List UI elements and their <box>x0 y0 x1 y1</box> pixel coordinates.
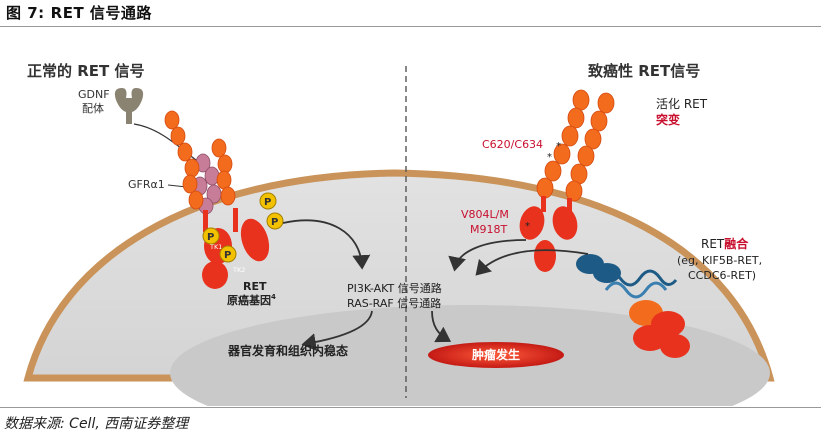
figure-title: 图 7: RET 信号通路 <box>6 2 152 23</box>
gfra1-label: GFRα1 <box>128 178 165 191</box>
fusion-protein <box>576 254 690 358</box>
svg-text:P: P <box>207 232 214 243</box>
svg-text:P: P <box>264 197 271 208</box>
gdnf-ligand-label: 配体 <box>82 101 104 115</box>
arrow-normal-to-pathway <box>282 219 371 270</box>
top-divider <box>0 26 821 27</box>
phospho-site-4: P <box>219 245 237 263</box>
arrow-fusion-to-pathway <box>475 249 589 276</box>
outcome-tumor-label: 肿瘤发生 <box>472 347 520 362</box>
right-panel-heading: 致癌性 RET信号 <box>588 62 700 80</box>
outcome-normal-label: 器官发育和组织内稳态 <box>227 343 348 358</box>
fusion-example-line1: (eg, KIF5B-RET, <box>677 254 762 267</box>
source-note: 数据来源: Cell, 西南证券整理 <box>4 416 189 432</box>
gdnf-ligand-icon <box>114 88 144 124</box>
svg-text:*: * <box>556 141 561 152</box>
left-panel-heading: 正常的 RET 信号 <box>27 62 144 80</box>
ret-receptor-mutant: * * * <box>519 89 615 272</box>
mutation-v804: V804L/M <box>461 208 509 221</box>
figure-title-text: RET 信号通路 <box>50 4 152 22</box>
svg-text:*: * <box>547 152 552 163</box>
tk2-label: TK2 <box>232 266 245 274</box>
fusion-label: RET融合 <box>701 236 749 251</box>
ret-label: RET <box>243 280 267 293</box>
tumorigenesis-badge: 肿瘤发生 <box>428 342 564 368</box>
phospho-site-3: P <box>202 227 220 245</box>
svg-text:*: * <box>525 221 530 232</box>
arrow-to-tumorigenesis <box>431 310 452 343</box>
mutation-m918t: M918T <box>470 223 507 236</box>
bottom-divider <box>0 407 821 408</box>
pathway-label-ras: RAS-RAF 信号通路 <box>347 297 441 310</box>
fusion-example-line2: CCDC6-RET) <box>688 269 756 282</box>
ret-pathway-diagram: 正常的 RET 信号 GDNF 配体 GFRα1 <box>23 62 775 406</box>
arrow-to-organ-development <box>301 310 373 352</box>
arrow-mutant-to-pathway <box>448 239 527 272</box>
phospho-site-2: P <box>266 212 284 230</box>
mutation-c620-c634: C620/C634 <box>482 138 543 151</box>
activation-mutation-label: 突变 <box>656 112 680 127</box>
pathway-label-pi3k: PI3K-AKT 信号通路 <box>347 282 442 295</box>
tk1-label: TK1 <box>209 243 222 251</box>
svg-text:P: P <box>271 217 278 228</box>
activation-label: 活化 RET <box>656 97 708 111</box>
gdnf-label: GDNF <box>78 88 110 101</box>
figure-number: 图 7: <box>6 4 45 22</box>
ret-receptor-normal <box>164 110 270 289</box>
svg-text:P: P <box>224 250 231 261</box>
ret-protooncogene-label: 原癌基因4 <box>227 293 276 307</box>
phospho-site-1: P <box>259 192 277 210</box>
